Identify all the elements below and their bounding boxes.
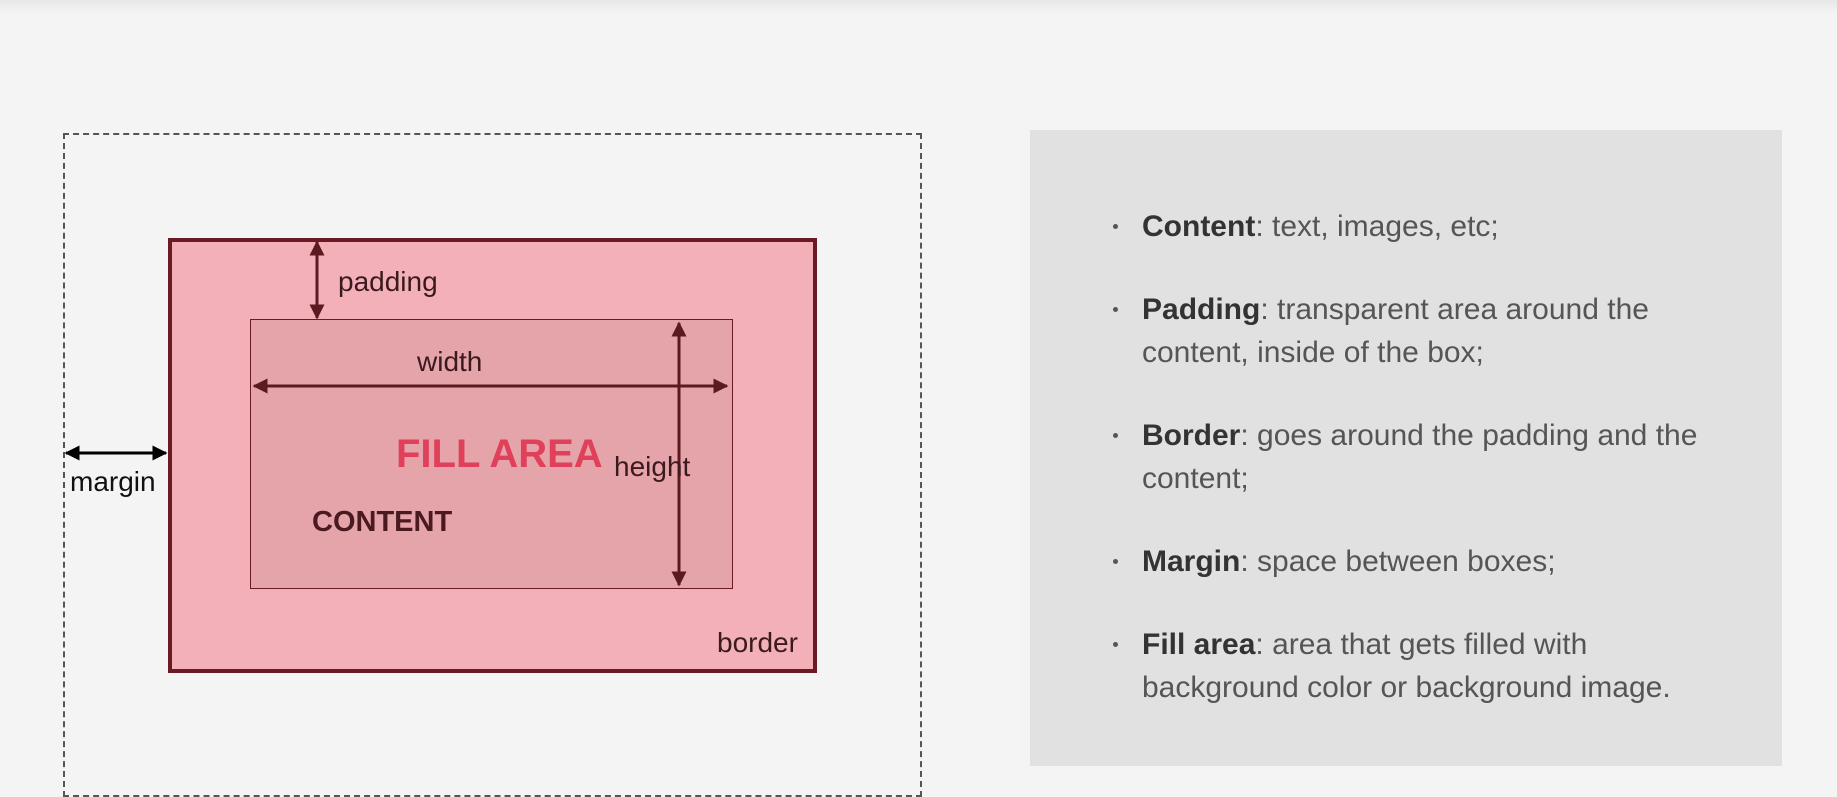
desc-border: : goes around the padding and the conten… xyxy=(1142,419,1698,495)
desc-margin: : space between boxes; xyxy=(1240,545,1556,578)
definitions-panel: Content: text, images, etc; Padding: tra… xyxy=(1030,130,1782,766)
box-model-diagram: padding width FILL AREA height CONTENT m… xyxy=(0,0,940,797)
top-shade xyxy=(0,0,1837,14)
content-box xyxy=(250,319,733,589)
width-label: width xyxy=(417,346,483,377)
desc-content: : text, images, etc; xyxy=(1255,210,1499,243)
height-label: height xyxy=(614,451,691,482)
border-label: border xyxy=(717,627,798,658)
list-item: Content: text, images, etc; xyxy=(1030,205,1782,248)
desc-fill-area: : area that gets filled with background … xyxy=(1142,628,1671,704)
list-item: Border: goes around the padding and the … xyxy=(1030,414,1782,500)
term-margin: Margin xyxy=(1142,545,1241,578)
term-border: Border xyxy=(1142,419,1241,452)
content-label: CONTENT xyxy=(312,506,453,538)
definitions-list: Content: text, images, etc; Padding: tra… xyxy=(1030,205,1782,749)
bullet-icon xyxy=(1113,224,1118,229)
bullet-icon xyxy=(1113,642,1118,647)
list-item: Fill area: area that gets filled with ba… xyxy=(1030,623,1782,709)
term-padding: Padding xyxy=(1142,293,1261,326)
bullet-icon xyxy=(1113,559,1118,564)
term-content: Content xyxy=(1142,210,1256,243)
desc-padding: : transparent area around the content, i… xyxy=(1142,293,1649,369)
list-item: Margin: space between boxes; xyxy=(1030,540,1782,583)
padding-label: padding xyxy=(338,266,438,297)
dimension-arrows xyxy=(64,240,729,587)
margin-label: margin xyxy=(70,466,156,497)
list-item: Padding: transparent area around the con… xyxy=(1030,288,1782,374)
bullet-icon xyxy=(1113,433,1118,438)
bullet-icon xyxy=(1113,307,1118,312)
fill-area-label: FILL AREA xyxy=(396,432,603,476)
term-fill-area: Fill area xyxy=(1142,628,1256,661)
